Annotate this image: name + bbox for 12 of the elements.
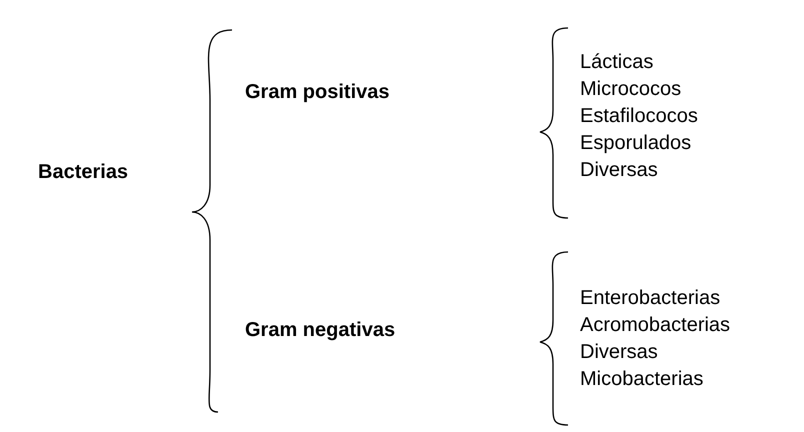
- list-item: Lácticas: [580, 50, 654, 74]
- list-item: Estafilococos: [580, 104, 698, 128]
- list-item: Acromobacterias: [580, 313, 730, 337]
- category-heading: Gram positivas: [245, 80, 390, 104]
- list-item: Micrococos: [580, 77, 682, 101]
- list-item: Esporulados: [580, 131, 692, 155]
- category-heading: Gram negativas: [245, 318, 396, 342]
- list-item: Micobacterias: [580, 367, 704, 391]
- list-item: Diversas: [580, 340, 658, 364]
- list-item: Enterobacterias: [580, 286, 720, 310]
- category-heading: Bacterias: [38, 160, 128, 184]
- list-item: Diversas: [580, 158, 658, 182]
